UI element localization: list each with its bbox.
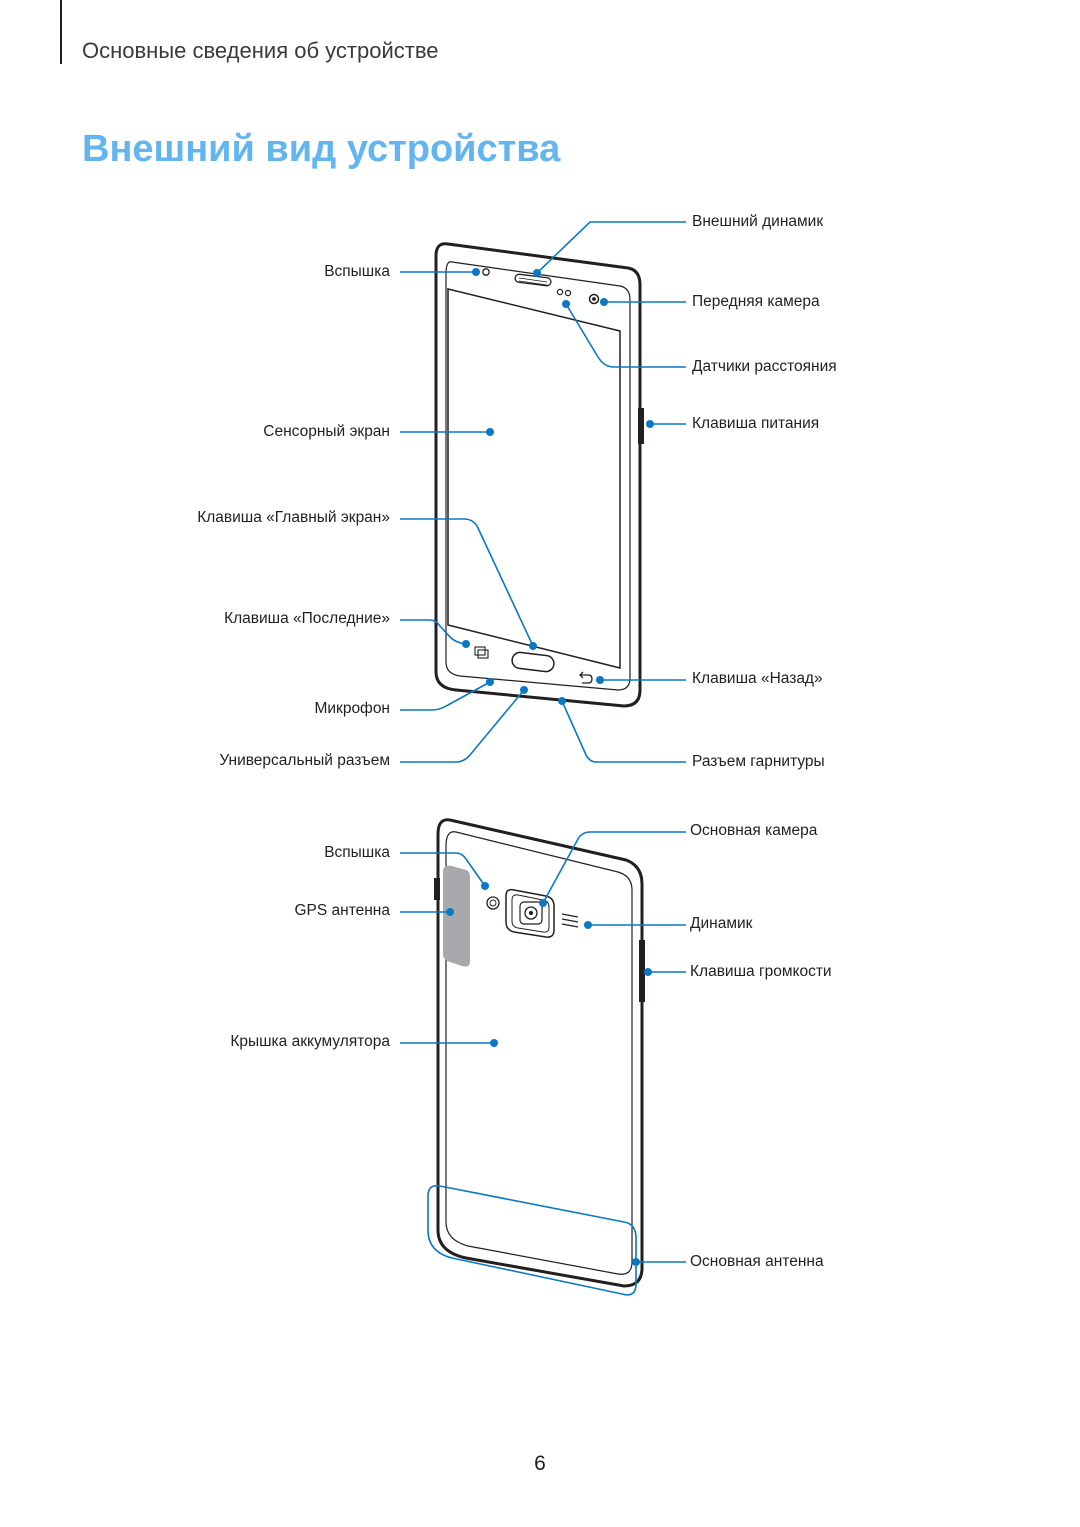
label-rear-flash: Вспышка	[324, 844, 390, 861]
label-front-flash: Вспышка	[324, 263, 390, 280]
label-external-speaker: Внешний динамик	[692, 213, 824, 230]
label-volume-key: Клавиша громкости	[690, 963, 832, 980]
label-microphone: Микрофон	[314, 700, 390, 717]
back-callout-dots	[446, 882, 652, 1266]
label-speaker: Динамик	[690, 915, 753, 932]
label-home-key: Клавиша «Главный экран»	[197, 509, 390, 526]
label-recents-key: Клавиша «Последние»	[224, 610, 390, 627]
label-usb-port: Универсальный разъем	[219, 752, 390, 769]
label-battery-cover: Крышка аккумулятора	[230, 1033, 390, 1050]
phone-back	[434, 818, 645, 1288]
label-headset-jack: Разъем гарнитуры	[692, 753, 825, 770]
front-callout-dots	[462, 268, 654, 705]
label-proximity-sensors: Датчики расстояния	[692, 358, 837, 375]
front-callouts	[400, 221, 686, 763]
section-title: Основные сведения об устройстве	[82, 38, 439, 63]
label-main-antenna: Основная антенна	[690, 1253, 824, 1270]
label-back-key: Клавиша «Назад»	[692, 670, 823, 687]
back-callouts	[400, 831, 686, 1296]
page-number: 6	[534, 1452, 546, 1475]
phone-front	[434, 242, 644, 708]
label-touchscreen: Сенсорный экран	[263, 423, 390, 440]
label-gps-antenna: GPS антенна	[294, 902, 390, 919]
section-divider	[60, 0, 62, 64]
page-title: Внешний вид устройства	[82, 128, 561, 170]
label-power-key: Клавиша питания	[692, 415, 820, 432]
label-rear-camera: Основная камера	[690, 822, 818, 839]
label-front-camera: Передняя камера	[692, 293, 820, 310]
